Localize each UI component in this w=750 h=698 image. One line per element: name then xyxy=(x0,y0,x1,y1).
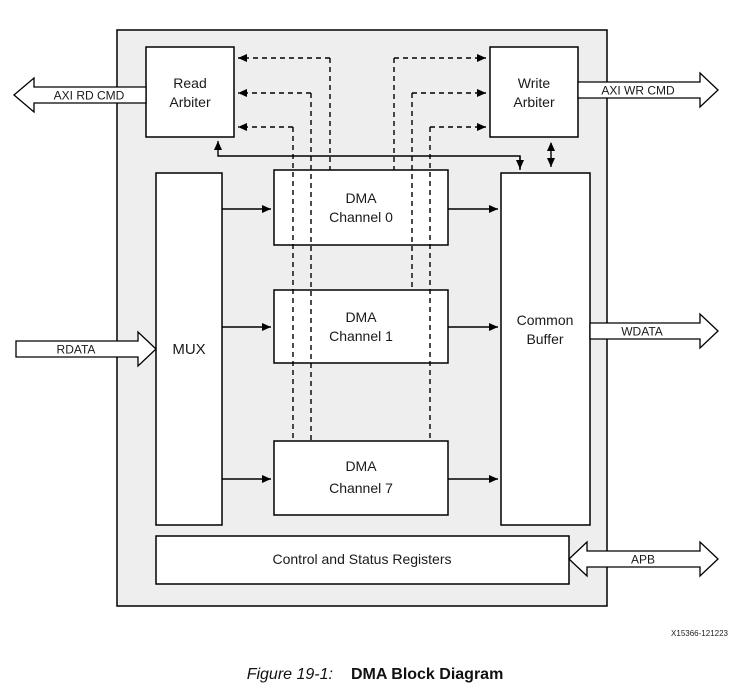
axi-wr-cmd-bus: AXI WR CMD xyxy=(577,71,719,109)
figure-caption: Figure 19-1: DMA Block Diagram xyxy=(0,666,750,684)
figure-number: Figure 19-1: xyxy=(246,666,333,683)
dma-channel-0-block: DMA Channel 0 xyxy=(273,169,449,246)
control-status-registers-label: Control and Status Registers xyxy=(273,551,452,567)
read-arbiter-label-line2: Arbiter xyxy=(169,94,211,110)
write-arbiter-label-line1: Write xyxy=(518,75,551,91)
dma-channel-7-label-line2: Channel 7 xyxy=(329,480,393,496)
apb-bus: APB xyxy=(568,540,719,578)
axi-rd-cmd-label: AXI RD CMD xyxy=(54,89,125,103)
write-arbiter-dashed-links xyxy=(393,54,486,441)
channel-to-buffer-arrows xyxy=(448,205,498,483)
mux-label: MUX xyxy=(172,341,205,358)
dma-channel-0-label-line1: DMA xyxy=(345,190,377,206)
apb-label: APB xyxy=(631,553,655,567)
dma-channel-1-block: DMA Channel 1 xyxy=(273,289,449,364)
wdata-bus: WDATA xyxy=(589,312,719,350)
arbiter-buffer-links xyxy=(214,141,555,170)
dma-channel-7-block: DMA Channel 7 xyxy=(273,440,449,516)
mux-block: MUX xyxy=(155,172,223,526)
rdata-bus: RDATA xyxy=(15,330,157,368)
rdata-label: RDATA xyxy=(57,343,96,357)
read-arbiter-dashed-links xyxy=(238,54,331,441)
mux-to-channel-arrows xyxy=(222,205,271,483)
axi-wr-cmd-label: AXI WR CMD xyxy=(601,84,675,98)
axi-rd-cmd-bus: AXI RD CMD xyxy=(12,76,147,114)
common-buffer-label-line1: Common xyxy=(517,312,574,328)
figure-title: DMA Block Diagram xyxy=(350,666,504,683)
dma-channel-1-label-line2: Channel 1 xyxy=(329,328,393,344)
wdata-label: WDATA xyxy=(621,325,663,339)
read-arbiter-block: Read Arbiter xyxy=(145,46,235,138)
common-buffer-block: Common Buffer xyxy=(500,172,591,526)
common-buffer-label-line2: Buffer xyxy=(526,331,563,347)
dma-channel-1-label-line1: DMA xyxy=(345,309,377,325)
figure-id: X15366-121223 xyxy=(671,629,728,638)
read-arbiter-label-line1: Read xyxy=(173,75,206,91)
write-arbiter-block: Write Arbiter xyxy=(489,46,579,138)
write-arbiter-label-line2: Arbiter xyxy=(513,94,555,110)
dma-channel-7-label-line1: DMA xyxy=(345,458,377,474)
control-status-registers-block: Control and Status Registers xyxy=(155,535,570,585)
dma-channel-0-label-line2: Channel 0 xyxy=(329,209,393,225)
